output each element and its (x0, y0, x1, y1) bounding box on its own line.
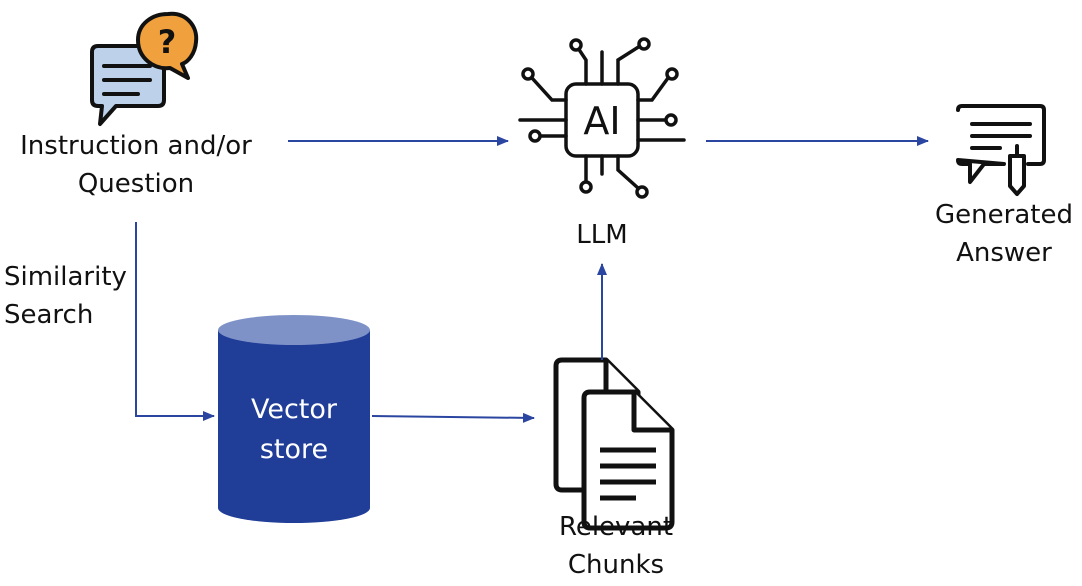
chunks-label-line1: Relevant (558, 512, 674, 542)
ai-chip-text: AI (583, 99, 620, 143)
llm-label: LLM (576, 220, 628, 250)
question-label-line2: Question (77, 169, 195, 199)
svg-text:?: ? (158, 23, 177, 61)
chunks-label-line2: Chunks (567, 550, 665, 580)
similarity-label-line2: Search (4, 300, 94, 330)
documents-icon (553, 357, 675, 531)
similarity-search-label: Similarity Search (4, 258, 127, 334)
vector-store-line2: store (259, 434, 329, 465)
question-label-line1: Instruction and/or (20, 131, 252, 161)
database-icon (218, 315, 370, 523)
question-label: Instruction and/or Question (6, 127, 266, 203)
answer-pen-icon (956, 104, 1046, 196)
generated-answer-label: Generated Answer (926, 196, 1082, 272)
arrow-question-to-store (135, 222, 215, 421)
arrow-store-to-chunks (371, 412, 535, 423)
answer-label-line1: Generated (935, 200, 1073, 230)
answer-label-line2: Answer (956, 238, 1052, 268)
similarity-label-line1: Similarity (4, 262, 127, 292)
relevant-chunks-label: Relevant Chunks (536, 508, 696, 584)
question-chat-icon: ? (90, 11, 199, 126)
ai-chip-icon (518, 37, 686, 199)
vector-store-line1: Vector (250, 394, 338, 425)
vector-store-label: Vector store (218, 390, 370, 470)
